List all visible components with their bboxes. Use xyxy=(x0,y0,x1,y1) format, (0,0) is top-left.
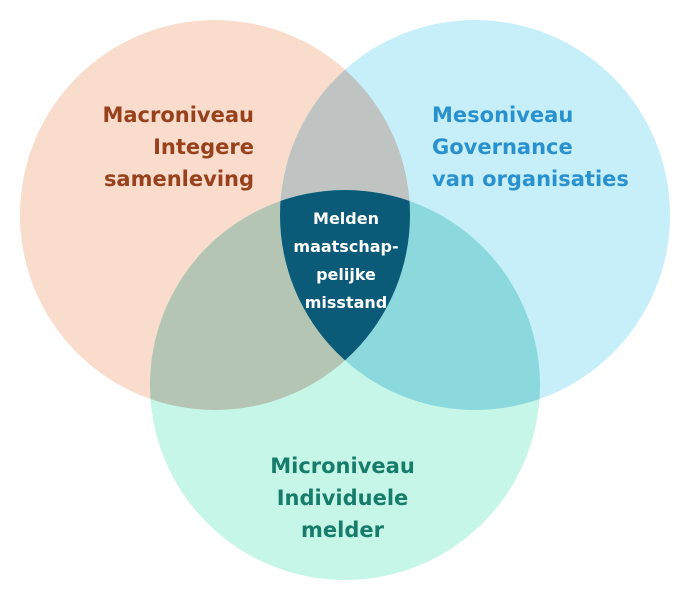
micro-line-2: Individuele xyxy=(276,486,409,510)
center-line-3: pelijke xyxy=(316,265,376,284)
center-line-1: Melden xyxy=(313,209,379,228)
micro-line-3: melder xyxy=(301,518,384,542)
center-line-2: maatschap- xyxy=(293,237,399,256)
macro-line-2: Integere xyxy=(153,135,254,159)
meso-label: Mesoniveau Governance van organisaties xyxy=(432,99,629,195)
macro-line-1: Macroniveau xyxy=(102,103,254,127)
meso-line-1: Mesoniveau xyxy=(432,103,574,127)
macro-label: Macroniveau Integere samenleving xyxy=(102,99,254,195)
center-line-4: misstand xyxy=(304,293,388,312)
meso-line-3: van organisaties xyxy=(432,167,629,191)
micro-label: Microniveau Individuele melder xyxy=(200,450,485,546)
macro-line-3: samenleving xyxy=(103,167,254,191)
micro-line-1: Microniveau xyxy=(270,454,415,478)
meso-line-2: Governance xyxy=(432,135,573,159)
center-label: Melden maatschap- pelijke misstand xyxy=(275,205,417,317)
